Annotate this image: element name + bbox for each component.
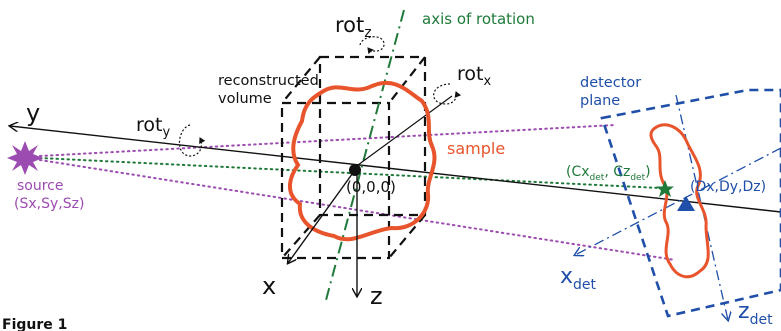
axis-of-rotation-line (325, 9, 405, 301)
sample-label: sample (447, 139, 505, 158)
sample-outline (288, 80, 437, 242)
x-det-label: xdet (560, 264, 597, 293)
projection-outline (649, 123, 710, 279)
rot-y-label: roty (136, 114, 170, 140)
detector-plane-label-line1: detector (580, 75, 641, 91)
figure-label: Figure 1 (2, 317, 67, 331)
z-axis-label: z (370, 282, 383, 310)
reconstructed-volume-cube (280, 55, 427, 260)
detector-position-label: (Dx,Dy,Dz) (690, 179, 766, 195)
detector-plane (600, 88, 781, 318)
source-label-line1: source (17, 178, 64, 194)
detector-center-star-icon (656, 180, 674, 197)
axis-of-rotation-label: axis of rotation (422, 10, 535, 28)
source-star-icon (7, 141, 43, 175)
x-axis (288, 169, 356, 263)
rot-y-arrow-icon (178, 124, 206, 157)
rot-z-label: rotz (335, 13, 372, 41)
detector-plane-label-line2: plane (580, 93, 620, 109)
rot-x-arrow-icon (433, 83, 462, 105)
x-axis-label: x (262, 272, 276, 300)
rot-x-label: rotx (457, 63, 491, 89)
reconstructed-volume-label-line2: volume (218, 91, 272, 107)
source-label-line2: (Sx,Sy,Sz) (14, 196, 84, 212)
detector-position-marker-icon (677, 196, 695, 211)
origin-label: (0,0,0) (346, 178, 396, 196)
rot-x-axis-line (357, 95, 453, 166)
y-axis (10, 126, 781, 213)
z-det-label: zdet (738, 299, 773, 328)
detector-center-label: (Cxdet, Czdet) (566, 164, 651, 183)
reconstructed-volume-label-line1: reconstructed (218, 73, 319, 89)
rot-z-arrow-icon (359, 36, 385, 55)
y-axis-label: y (26, 99, 40, 127)
